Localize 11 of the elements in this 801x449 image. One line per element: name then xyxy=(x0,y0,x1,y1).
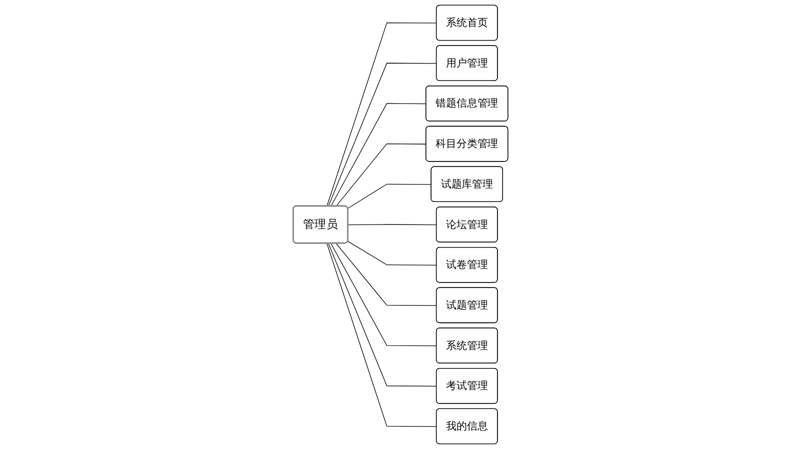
connector xyxy=(336,243,437,306)
connector xyxy=(336,143,427,207)
connector xyxy=(348,240,437,266)
connector xyxy=(348,224,437,226)
connector xyxy=(348,184,432,209)
connector xyxy=(326,22,437,207)
connector xyxy=(330,243,437,346)
connector xyxy=(328,243,437,387)
connector xyxy=(330,103,427,207)
connector xyxy=(328,62,437,207)
connector xyxy=(326,243,437,427)
